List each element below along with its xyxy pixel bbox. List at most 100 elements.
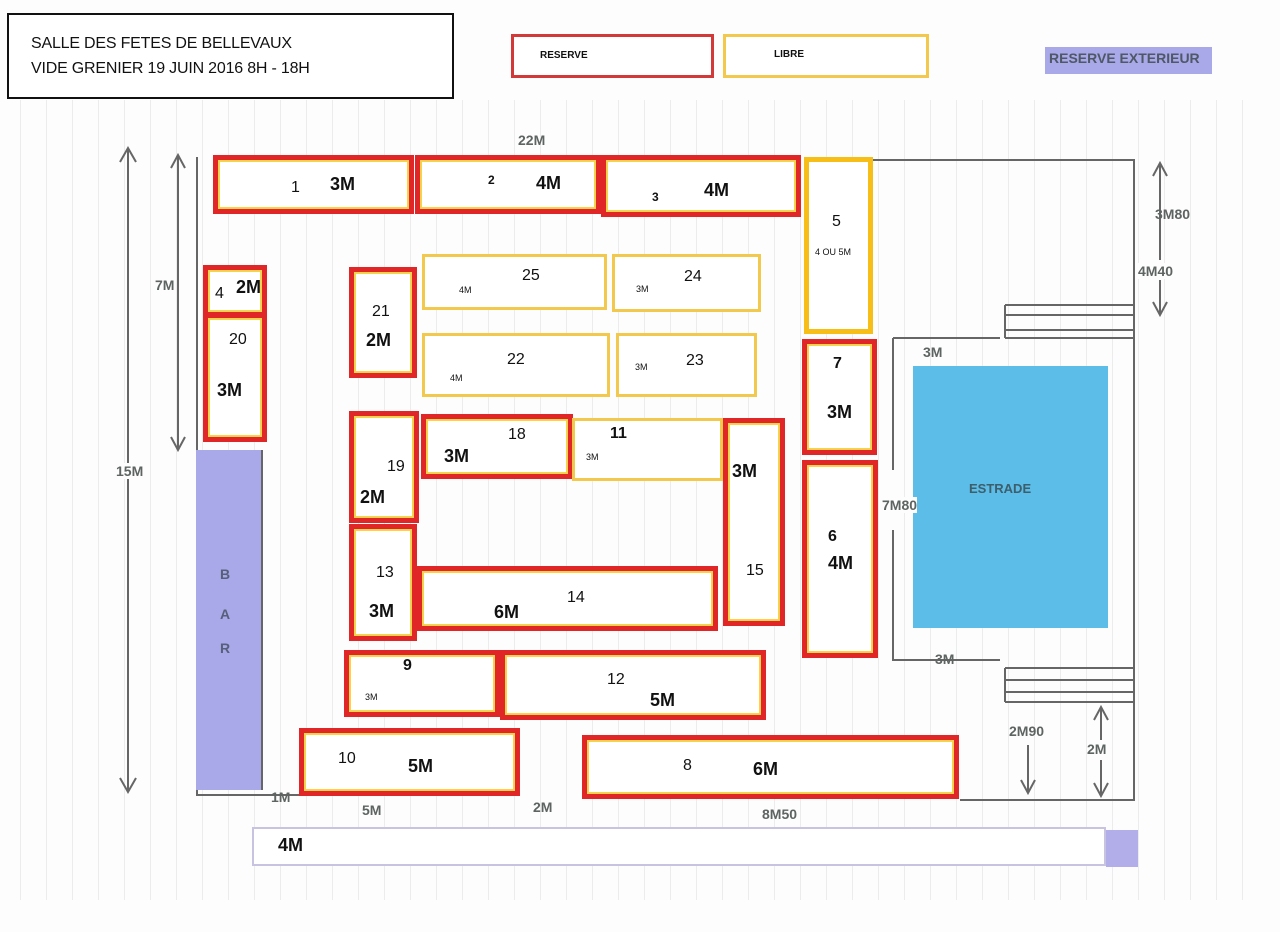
- exterior-strip-end: [1106, 830, 1138, 867]
- stall-20[interactable]: [203, 313, 267, 442]
- dimension-label: 2M90: [1009, 723, 1045, 739]
- stall-number: 9: [403, 657, 412, 674]
- stall-size: 3M: [330, 174, 356, 194]
- stall-size: 4M: [828, 553, 854, 573]
- title-line-1: SALLE DES FETES DE BELLEVAUX: [31, 35, 292, 52]
- stall-2[interactable]: [415, 155, 601, 214]
- stall-5[interactable]: [804, 157, 873, 334]
- stall-number: 21: [372, 303, 390, 320]
- stall-number: 22: [507, 351, 525, 368]
- stall-size: 6M: [494, 602, 520, 622]
- stall-number: 11: [610, 425, 627, 442]
- stall-6[interactable]: [802, 460, 878, 658]
- bar-area: B A R: [196, 450, 263, 790]
- stall-size: 4 OU 5M: [815, 247, 852, 257]
- legend-reserve-exterieur: RESERVE EXTERIEUR: [1045, 47, 1212, 74]
- stall-size: 3M: [586, 452, 599, 462]
- stall-9[interactable]: [344, 650, 500, 717]
- stall-number: 18: [508, 426, 526, 443]
- dimension-label: 15M: [116, 463, 144, 479]
- stall-number: 23: [686, 352, 704, 369]
- title-box: SALLE DES FETES DE BELLEVAUX VIDE GRENIE…: [7, 13, 454, 99]
- estrade-label: ESTRADE: [969, 481, 1032, 496]
- stall-size: 4M: [536, 173, 562, 193]
- stairs-top: [1004, 304, 1134, 339]
- dimension-label: 2M: [533, 799, 553, 815]
- stall-number: 5: [832, 213, 841, 230]
- stall-size: 4M: [450, 373, 463, 383]
- dimension-label: 7M: [155, 277, 175, 293]
- stall-size: 4M: [704, 180, 730, 200]
- stall-size: 2M: [236, 277, 262, 297]
- stall-size: 6M: [753, 759, 779, 779]
- stall-number: 8: [683, 757, 692, 774]
- stall-21[interactable]: [349, 267, 417, 378]
- stall-size: 5M: [650, 690, 676, 710]
- legend-exterieur-label: RESERVE EXTERIEUR: [1049, 50, 1200, 66]
- stall-number: 14: [567, 589, 585, 606]
- stall-size: 3M: [827, 402, 853, 422]
- arrow-3m80: [1152, 160, 1168, 260]
- stall-22[interactable]: [422, 333, 610, 397]
- exterior-strip: 4M: [252, 827, 1106, 866]
- right-wall: [872, 159, 1135, 801]
- legend-reserve-label: RESERVE: [540, 50, 588, 61]
- dimension-label: 8M50: [762, 806, 798, 822]
- stall-18[interactable]: [421, 414, 573, 479]
- stall-23[interactable]: [616, 333, 757, 397]
- exterior-strip-size: 4M: [278, 835, 304, 855]
- stall-size: 3M: [636, 284, 649, 294]
- dimension-label: 1M: [271, 789, 291, 805]
- stall-size: 5M: [408, 756, 434, 776]
- stall-8[interactable]: [582, 735, 959, 799]
- stall-size: 3M: [732, 461, 758, 481]
- legend-libre-label: LIBRE: [774, 49, 804, 60]
- stall-number: 3: [652, 190, 659, 204]
- stall-number: 19: [387, 458, 405, 475]
- stall-number: 4: [215, 285, 224, 302]
- stall-number: 25: [522, 267, 540, 284]
- stall-number: 15: [746, 562, 764, 579]
- stall-11[interactable]: [572, 418, 723, 481]
- dimension-label: 5M: [362, 802, 382, 818]
- stairs-bottom: [1004, 667, 1134, 703]
- stall-15[interactable]: [723, 418, 785, 626]
- stall-1[interactable]: [213, 155, 414, 214]
- stall-19[interactable]: [349, 411, 419, 523]
- bar-letter: A: [220, 606, 231, 622]
- stall-number: 2: [488, 173, 495, 187]
- stall-7[interactable]: [802, 339, 877, 455]
- bar-letter: B: [220, 566, 231, 582]
- stall-number: 24: [684, 268, 702, 285]
- dimension-label: 22M: [518, 132, 546, 148]
- stall-number: 13: [376, 564, 394, 581]
- stall-24[interactable]: [612, 254, 761, 312]
- stall-number: 12: [607, 671, 625, 688]
- arrow-4m40: [1152, 280, 1168, 318]
- stall-number: 7: [833, 355, 842, 372]
- stall-25[interactable]: [422, 254, 607, 310]
- arrow-7m: [170, 152, 186, 453]
- stall-size: 3M: [444, 446, 470, 466]
- stall-3[interactable]: [601, 155, 801, 217]
- dimension-label: 2M: [1087, 741, 1107, 757]
- stairs-dim-arrows: [1020, 704, 1109, 799]
- stall-size: 2M: [360, 487, 386, 507]
- stall-13[interactable]: [349, 524, 417, 641]
- stall-size: 2M: [366, 330, 392, 350]
- stall-number: 6: [828, 528, 837, 545]
- stall-size: 4M: [459, 285, 472, 295]
- stall-size: 3M: [365, 692, 378, 702]
- stall-number: 20: [229, 331, 247, 348]
- bar-letter: R: [220, 640, 231, 656]
- dimension-label: 4M40: [1138, 263, 1174, 279]
- stall-10[interactable]: [299, 728, 520, 796]
- stall-number: 1: [291, 179, 300, 196]
- dimension-label: 3M80: [1155, 206, 1191, 222]
- title-line-2: VIDE GRENIER 19 JUIN 2016 8H - 18H: [31, 60, 310, 77]
- stall-size: 3M: [635, 362, 648, 372]
- legend-libre: LIBRE: [723, 34, 929, 78]
- stall-14[interactable]: [417, 566, 718, 631]
- dimension-label: 7M80: [882, 497, 918, 513]
- stall-12[interactable]: [500, 650, 766, 720]
